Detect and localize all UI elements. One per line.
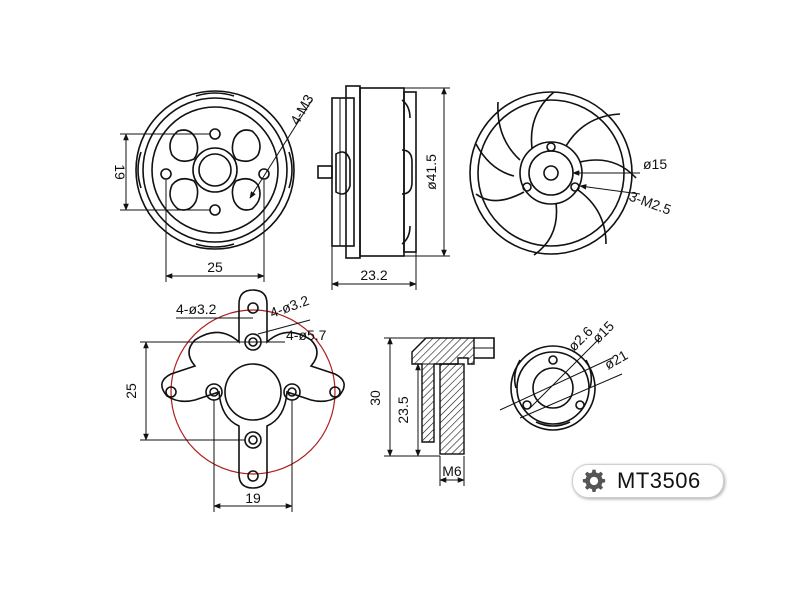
base-inner-label: ø15 bbox=[589, 318, 618, 347]
front-thread-label: 4-M3 bbox=[287, 92, 317, 128]
model-badge: MT3506 bbox=[572, 464, 724, 498]
rear-center-label: ø15 bbox=[643, 156, 667, 172]
front-view bbox=[120, 90, 313, 282]
front-width-label: 25 bbox=[207, 259, 223, 275]
shaft-length-label: 23.5 bbox=[395, 396, 411, 423]
shaft-total-label: 30 bbox=[367, 390, 383, 406]
rear-view bbox=[469, 91, 641, 256]
model-name: MT3506 bbox=[617, 468, 701, 493]
base-view bbox=[499, 337, 623, 431]
mount-holes-b-label: 4-ø3.2 bbox=[268, 292, 312, 321]
mount-holes-a-label: 4-ø3.2 bbox=[176, 301, 217, 317]
gear-icon bbox=[582, 469, 606, 492]
front-height-label: 19 bbox=[112, 164, 128, 180]
shaft-thread-label: M6 bbox=[442, 463, 462, 479]
rear-thread-label: 3-M2.5 bbox=[627, 188, 674, 218]
side-view bbox=[317, 85, 450, 290]
mount-height-label: 25 bbox=[123, 383, 139, 399]
mount-width-label: 19 bbox=[245, 490, 261, 506]
mount-view bbox=[140, 289, 345, 512]
base-outer-label: ø21 bbox=[602, 347, 631, 373]
mount-holes-c-label: 4-ø5.7 bbox=[286, 327, 327, 343]
side-length-label: 23.2 bbox=[360, 267, 387, 283]
side-diameter-label: ø41.5 bbox=[423, 154, 439, 190]
shaft-view bbox=[384, 337, 495, 486]
